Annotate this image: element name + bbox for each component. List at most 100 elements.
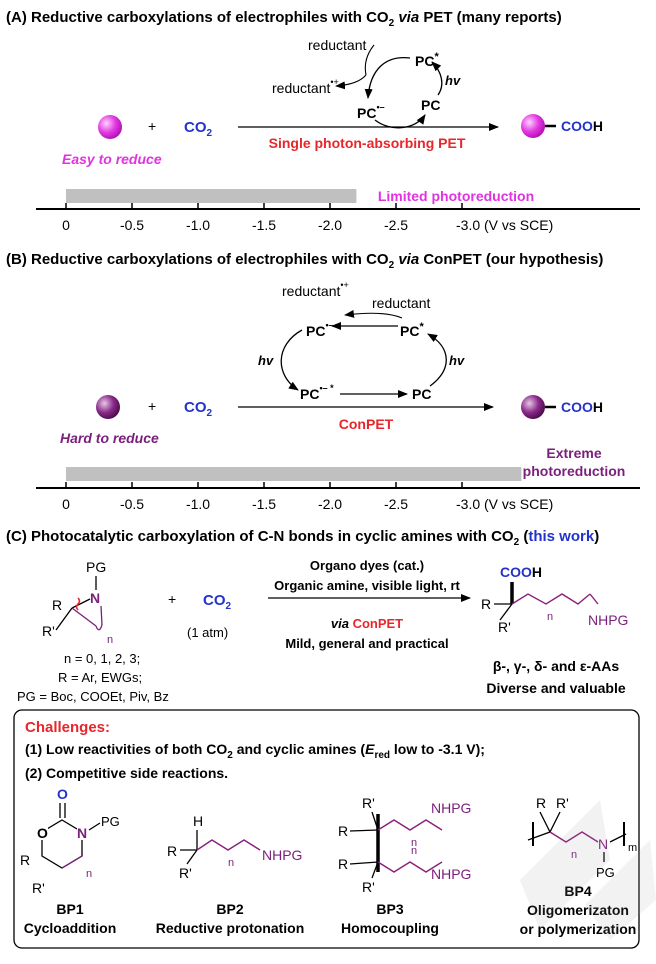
scale-tick-label: -1.0 — [186, 496, 210, 512]
bp3-r-top: R — [338, 823, 348, 839]
r-prime-label: R' — [42, 623, 55, 639]
bp1-r-prime: R' — [32, 880, 45, 896]
panel-c-title: (C) Photocatalytic carboxylation of C-N … — [6, 528, 599, 548]
scale-tick-label: -1.5 — [252, 217, 276, 233]
plus-c: + — [168, 591, 176, 607]
condition-reagents: Organic amine, visible light, rt — [274, 578, 460, 593]
substrate-sphere-hard — [96, 395, 120, 419]
bp3-r-prime-bottom: R' — [362, 879, 375, 895]
hard-to-reduce: Hard to reduce — [60, 430, 159, 446]
challenge-1: (1) Low reactivities of both CO2 and cyc… — [25, 741, 485, 761]
reduction-bar-a — [66, 189, 357, 203]
scale-ticks-b: 0-0.5-1.0-1.5-2.0-2.5-3.0 (V vs SCE) — [62, 482, 553, 512]
scale-tick-label: -0.5 — [120, 496, 144, 512]
bp4-n: N — [598, 836, 608, 852]
panel-b-title: (B) Reductive carboxylations of electrop… — [6, 251, 603, 271]
substrate-sphere-easy — [98, 115, 122, 139]
scale-tick-label: -2.0 — [318, 217, 342, 233]
product-r-prime: R' — [498, 619, 511, 635]
condition-via-conpet: via ConPET — [331, 616, 403, 631]
panel-c: (C) Photocatalytic carboxylation of C-N … — [6, 528, 628, 704]
bp3-desc: Homocoupling — [341, 920, 439, 936]
reductant-label: reductant — [308, 37, 366, 53]
cycle-right-arc-b — [427, 333, 447, 387]
arrow-label-pet: Single photon-absorbing PET — [269, 135, 466, 151]
n-subscript: n — [107, 634, 113, 646]
reductant-b: reductant — [372, 295, 430, 311]
product-nhpg: NHPG — [588, 612, 628, 628]
bp4-pg: PG — [596, 865, 615, 880]
pressure-label: (1 atm) — [187, 625, 228, 640]
product-r: R — [481, 596, 491, 612]
scale-tick-label: 0 — [62, 496, 70, 512]
r-label: R — [52, 597, 62, 613]
scale-tick-label: -3.0 (V vs SCE) — [456, 496, 553, 512]
hv-label: hv — [445, 73, 461, 88]
hv-right-b: hv — [449, 353, 465, 368]
extreme-line-1: Extreme — [546, 445, 601, 461]
pc-radical-anion: PC•– — [357, 102, 385, 121]
reductant-in-arrow — [364, 44, 375, 76]
bp4-n-sub: n — [571, 849, 577, 861]
co2-b: CO2 — [184, 399, 213, 419]
cleavage-mark — [75, 597, 81, 611]
bp1-structure: O O N PG R R' n — [20, 786, 120, 896]
cycle-arc-left — [364, 57, 411, 99]
bp1-pg: PG — [101, 814, 120, 829]
bp2-structure: H R R' n NHPG — [167, 813, 302, 881]
easy-to-reduce: Easy to reduce — [62, 151, 162, 167]
cycle-arc-right — [431, 61, 443, 96]
extreme-line-2: photoreduction — [523, 463, 626, 479]
panel-b-cycle: reductant•+ reductant PC•– PC* PC•– * PC… — [258, 280, 465, 402]
arrow-label-conpet: ConPET — [339, 416, 394, 432]
pc-tr: PC* — [400, 321, 424, 339]
bp3-structure: R' R R R' n NHPG n NHPG — [338, 795, 471, 895]
bp2-label: BP2 — [216, 901, 243, 917]
bp4-label: BP4 — [564, 883, 591, 899]
amino-acid-classes: β-, γ-, δ- and ε-AAs — [493, 658, 620, 674]
reduction-bar-b — [66, 467, 522, 481]
condition-catalyst: Organo dyes (cat.) — [310, 558, 424, 573]
scale-tick-label: -1.0 — [186, 217, 210, 233]
bp1-n-sub: n — [86, 868, 92, 880]
plus-b: + — [148, 398, 156, 414]
bp3-nhpg-bottom: NHPG — [431, 866, 471, 882]
bp1-carbonyl-o: O — [57, 786, 68, 802]
challenges-box: Challenges: (1) Low reactivities of both… — [13, 709, 640, 949]
bp4-desc-1: Oligomerizaton — [527, 902, 629, 918]
bp4-r: R — [536, 795, 546, 811]
scale-tick-label: -2.0 — [318, 496, 342, 512]
plus-a: + — [148, 118, 156, 134]
panel-a-title: (A) Reductive carboxylations of electrop… — [6, 9, 562, 29]
bp1-label: BP1 — [56, 901, 83, 917]
condition-mild: Mild, general and practical — [285, 636, 448, 651]
scale-tick-label: -0.5 — [120, 217, 144, 233]
scale-tick-label: -2.5 — [384, 217, 408, 233]
product-cooh-c: COOH — [500, 564, 542, 580]
product-sphere-b — [521, 395, 545, 419]
cyclic-amine-structure: PG N R R' n — [42, 559, 113, 646]
bp2-r-prime: R' — [179, 865, 192, 881]
cycle-left-arc-b — [280, 329, 303, 391]
limited-photoreduction: Limited photoreduction — [378, 188, 534, 204]
reductant-oxidized-b: reductant•+ — [282, 280, 349, 299]
bp3-n-sub-top: n — [411, 837, 417, 849]
cycle-arc-bottom — [374, 114, 426, 129]
diverse-valuable: Diverse and valuable — [486, 680, 626, 696]
product-sphere-a — [521, 114, 545, 138]
amino-acid-product: COOH R R' n NHPG — [481, 564, 628, 635]
bp1-desc: Cycloaddition — [24, 920, 117, 936]
product-cooh-b: COOH — [561, 399, 603, 415]
reductant-arrow-b — [344, 309, 403, 319]
substrate-r-values: R = Ar, EWGs; — [58, 670, 142, 685]
substrate-pg-values: PG = Boc, COOEt, Piv, Bz — [17, 689, 169, 704]
bp1-r: R — [20, 852, 30, 868]
bp3-label: BP3 — [376, 901, 403, 917]
pc-ground: PC — [421, 97, 440, 113]
panel-b: (B) Reductive carboxylations of electrop… — [6, 251, 640, 512]
bp1-ring-n: N — [77, 825, 87, 841]
scale-tick-label: -2.5 — [384, 496, 408, 512]
reductant-oxidized-label: reductant•+ — [272, 77, 339, 96]
scale-tick-label: 0 — [62, 217, 70, 233]
product-n-sub: n — [547, 611, 553, 623]
